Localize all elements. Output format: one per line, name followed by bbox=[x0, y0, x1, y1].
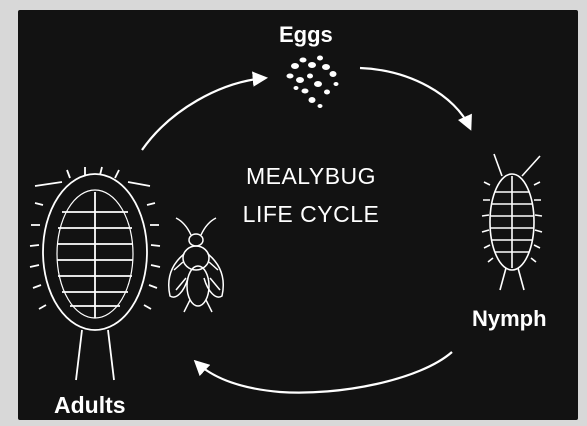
arrow-adults-to-eggs bbox=[142, 78, 265, 150]
nymph-icon bbox=[482, 154, 542, 290]
nymph-label: Nymph bbox=[472, 306, 547, 332]
adult-female-icon bbox=[30, 167, 160, 380]
adults-label: Adults bbox=[54, 392, 126, 419]
arrow-eggs-to-nymph bbox=[360, 68, 470, 128]
arrow-nymph-to-adults bbox=[196, 352, 452, 393]
diagram-title-line1: MEALYBUG bbox=[201, 158, 421, 194]
diagram-title-line2: LIFE CYCLE bbox=[201, 196, 421, 232]
adult-male-icon bbox=[169, 218, 223, 312]
eggs-label: Eggs bbox=[279, 22, 333, 48]
eggs-cluster-icon bbox=[287, 56, 339, 109]
